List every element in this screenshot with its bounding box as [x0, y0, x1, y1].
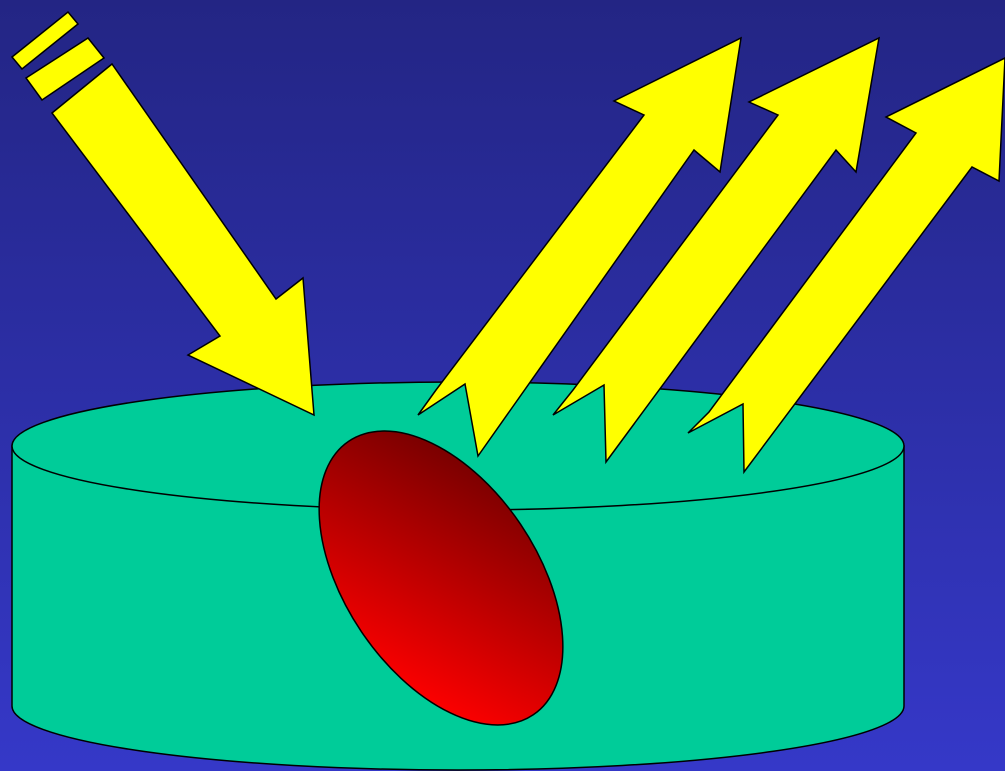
diagram-canvas [0, 0, 1005, 771]
diagram-svg [0, 0, 1005, 771]
